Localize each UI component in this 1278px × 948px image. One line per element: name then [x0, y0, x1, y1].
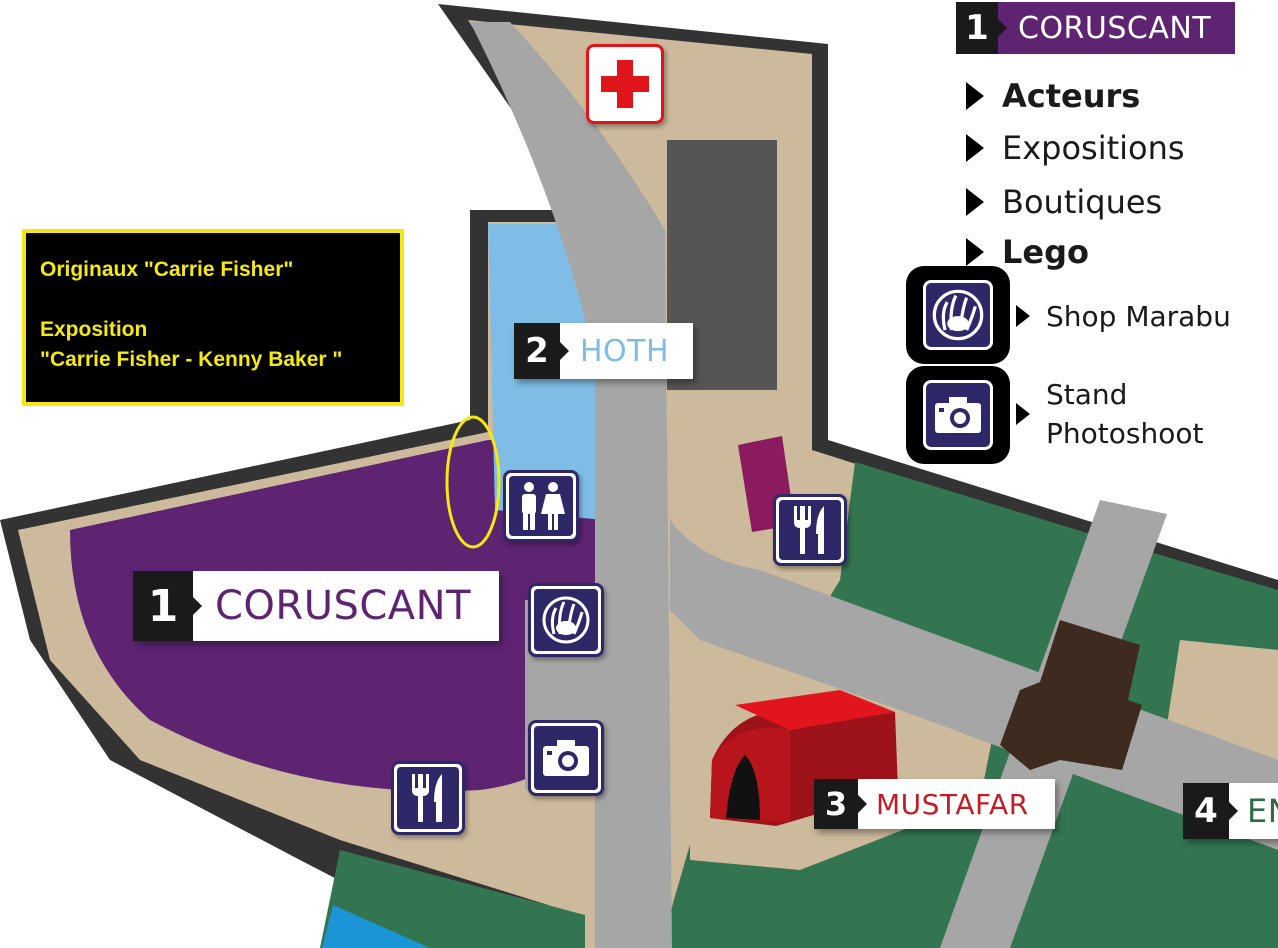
grass-southwest	[320, 850, 585, 948]
wooden-bridge	[1000, 620, 1142, 770]
legend-item-label: Acteurs	[1002, 77, 1141, 115]
restaurant-icon	[412, 774, 442, 822]
zone-label-hoth[interactable]: 2 HOTH	[514, 323, 694, 379]
restaurant-marker-east[interactable]	[773, 494, 847, 566]
legend-stand-line2: Photoshoot	[1046, 417, 1204, 450]
zone-label-coruscant[interactable]: 1 CORUSCANT	[133, 571, 500, 641]
first-aid-icon	[601, 60, 649, 108]
legend-item-lego[interactable]: Lego	[966, 230, 1089, 274]
shop-marabu-marker[interactable]	[528, 583, 604, 657]
bullet-icon	[966, 188, 984, 216]
restroom-marker[interactable]	[503, 470, 579, 542]
legend-item-boutiques[interactable]: Boutiques	[966, 180, 1162, 224]
water-strip	[322, 905, 430, 948]
bullet-icon	[966, 238, 984, 266]
info-box: Originaux "Carrie Fisher" Exposition "Ca…	[22, 229, 404, 406]
restroom-icon	[522, 482, 565, 530]
info-line-2: Exposition	[40, 318, 148, 341]
zone-name: HOTH	[560, 323, 694, 379]
legend-item-label: Lego	[1002, 233, 1089, 271]
legend-item-acteurs[interactable]: Acteurs	[966, 74, 1140, 118]
photoshoot-marker[interactable]	[528, 720, 604, 796]
legend-stand-photoshoot[interactable]: Stand Photoshoot	[1016, 374, 1203, 454]
bullet-icon	[966, 134, 984, 162]
zone-number: 1	[133, 571, 202, 641]
legend-shop-label: Shop Marabu	[1046, 299, 1231, 333]
bullet-icon	[1016, 403, 1030, 425]
info-line-3: "Carrie Fisher - Kenny Baker "	[40, 348, 343, 371]
zone-number: 3	[814, 779, 867, 829]
handprint-icon	[542, 596, 590, 644]
legend-shop-marabu[interactable]: Shop Marabu	[1016, 296, 1231, 336]
bullet-icon	[966, 82, 984, 110]
legend-stand-line1: Stand	[1046, 378, 1128, 411]
main-path	[470, 22, 672, 948]
zone-name: CORUSCANT	[193, 571, 500, 641]
legend-item-label: Expositions	[1002, 129, 1185, 167]
legend-zone-number: 1	[956, 2, 1007, 54]
legend-item-label: Boutiques	[1002, 183, 1163, 221]
zone-number: 2	[514, 323, 569, 379]
zone-number: 4	[1183, 783, 1238, 839]
camera-icon	[543, 740, 589, 776]
legend-shop-tile	[906, 266, 1010, 364]
restaurant-marker-west[interactable]	[391, 761, 465, 835]
legend-item-expositions[interactable]: Expositions	[966, 126, 1185, 170]
zone-label-mustafar[interactable]: 3 MUSTAFAR	[814, 779, 1055, 829]
highlight-ellipse	[445, 415, 501, 549]
legend-stand-tile	[906, 366, 1010, 464]
handprint-icon	[932, 289, 984, 341]
restaurant-icon	[794, 506, 824, 554]
zone-name: MUSTAFAR	[858, 779, 1055, 829]
legend-zone-name: CORUSCANT	[998, 2, 1236, 54]
camera-icon	[935, 397, 981, 433]
zone-label-endor[interactable]: 4 EN	[1183, 783, 1278, 839]
cross-path	[670, 520, 1278, 850]
first-aid-station[interactable]	[586, 44, 664, 124]
info-line-1: Originaux "Carrie Fisher"	[40, 258, 294, 281]
legend-header: 1 CORUSCANT	[956, 2, 1236, 54]
bullet-icon	[1016, 305, 1030, 327]
